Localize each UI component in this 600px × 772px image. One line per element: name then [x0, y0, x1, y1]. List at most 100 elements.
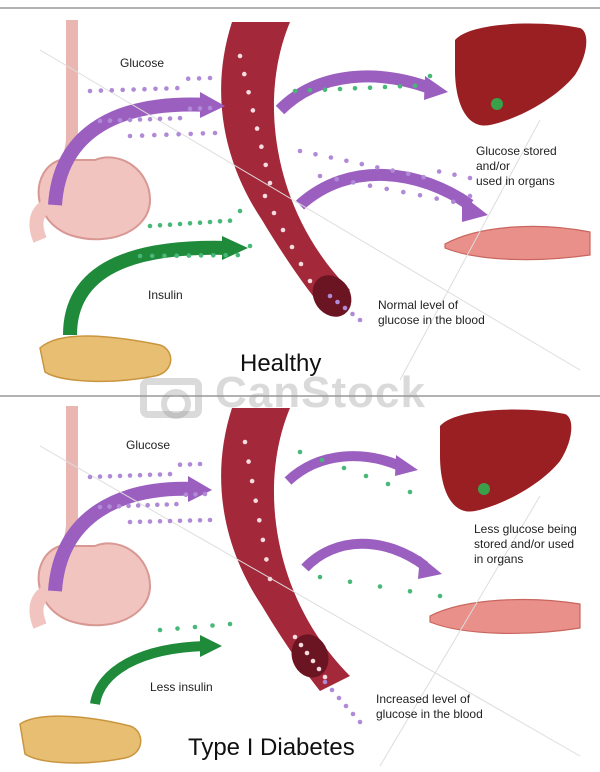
- glucose-dot: [201, 131, 206, 136]
- glucose-dot: [138, 254, 143, 259]
- glucose-dot: [198, 518, 203, 523]
- glucose-dot: [118, 474, 123, 479]
- glucose-dot: [323, 680, 328, 685]
- glucose-dot: [259, 144, 264, 149]
- camera-icon: [140, 378, 202, 418]
- diabetes-illustration: [0, 386, 600, 772]
- glucose-dot: [350, 312, 355, 317]
- glucose-dot: [88, 475, 93, 480]
- glucose-dot: [406, 172, 411, 177]
- glucose-dot: [438, 594, 443, 599]
- glucose-dot: [428, 74, 433, 79]
- glucose-dot: [210, 623, 215, 628]
- glucose-dot: [150, 254, 155, 259]
- glucose-dot: [298, 450, 303, 455]
- glucose-dot: [334, 177, 339, 182]
- glucose-dot: [468, 176, 473, 181]
- insulin-arrowhead: [200, 635, 222, 657]
- glucose-dot: [383, 85, 388, 90]
- glucose-dot: [128, 473, 133, 478]
- glucose-dot: [386, 482, 391, 487]
- glucose-dot: [118, 118, 123, 123]
- glucose-dot: [408, 589, 413, 594]
- glucose-dot: [293, 635, 298, 640]
- watermark-text: CanStock: [215, 368, 426, 418]
- glucose-dot: [421, 175, 426, 180]
- glucose-dot: [178, 116, 183, 121]
- glucose-dot: [468, 194, 473, 199]
- glucose-dot: [343, 306, 348, 311]
- glucose-dot: [358, 318, 363, 323]
- glucose-dot: [184, 492, 189, 497]
- glucose-arrow-to-liver: [280, 76, 430, 110]
- glucose-dot: [208, 76, 213, 81]
- glucose-dot: [290, 245, 295, 250]
- glucose-dot: [152, 133, 157, 138]
- glucose-dot: [320, 458, 325, 463]
- glucose-dot: [188, 106, 193, 111]
- glucose-dot: [175, 86, 180, 91]
- glucose-dot: [138, 520, 143, 525]
- glucose-dot: [263, 194, 268, 199]
- glucose-dot: [178, 462, 183, 467]
- glucose-dot: [253, 498, 258, 503]
- glucose-dot: [164, 86, 169, 91]
- glucose-dot: [378, 584, 383, 589]
- glucose-dot: [188, 518, 193, 523]
- glucose-dot: [261, 538, 266, 543]
- glucose-dot: [401, 190, 406, 195]
- glucose-dot: [208, 106, 213, 111]
- glucose-dot: [168, 222, 173, 227]
- glucose-dot: [168, 519, 173, 524]
- glucose-dot: [246, 90, 251, 95]
- glucose-dot: [198, 220, 203, 225]
- glucose-dot: [98, 474, 103, 479]
- glucose-dot: [138, 117, 143, 122]
- glucose-dot: [165, 502, 170, 507]
- glucose-dot: [158, 223, 163, 228]
- glucose-dot: [148, 224, 153, 229]
- glucose-dot: [452, 172, 457, 177]
- insulin-arrow: [95, 646, 205, 704]
- glucose-dot: [126, 504, 131, 509]
- liver-arrowhead: [424, 76, 448, 100]
- glucose-dot: [199, 253, 204, 258]
- glucose-dot: [174, 253, 179, 258]
- glucose-dot: [246, 459, 251, 464]
- glucose-dot: [138, 473, 143, 478]
- glucose-dot: [107, 504, 112, 509]
- glucose-dot: [398, 84, 403, 89]
- muscle-arrowhead: [418, 556, 442, 579]
- glucose-dot: [218, 219, 223, 224]
- organ-storage-label: Glucose stored and/or used in organs: [476, 144, 557, 189]
- glucose-dot: [188, 132, 193, 137]
- glucose-dot: [120, 88, 125, 93]
- glucose-dot: [281, 228, 286, 233]
- glucose-dot: [168, 472, 173, 477]
- glucose-dot: [193, 492, 198, 497]
- glucose-dot: [148, 473, 153, 478]
- glucose-dot: [131, 87, 136, 92]
- healthy-illustration: [0, 0, 600, 386]
- glucose-dot: [158, 519, 163, 524]
- glucose-dot: [242, 72, 247, 77]
- muscle-icon: [445, 226, 590, 259]
- glucose-dot: [145, 503, 150, 508]
- glucose-dot: [128, 134, 133, 139]
- glucose-arrowhead: [188, 476, 212, 502]
- glucose-label: Glucose: [126, 438, 170, 453]
- glucose-dot: [299, 262, 304, 267]
- glucose-dot: [368, 183, 373, 188]
- glucose-dot: [176, 132, 181, 137]
- glucose-dot: [158, 472, 163, 477]
- glucose-dot: [337, 696, 342, 701]
- glucose-dot: [188, 462, 193, 467]
- glucose-dot: [110, 88, 115, 93]
- glucose-dot: [451, 200, 456, 205]
- glucose-dot: [236, 253, 241, 258]
- glucose-dot: [164, 132, 169, 137]
- glucose-dot: [228, 218, 233, 223]
- glucose-dot: [251, 108, 256, 113]
- diabetes-title: Type I Diabetes: [188, 734, 355, 762]
- glucose-dot: [329, 155, 334, 160]
